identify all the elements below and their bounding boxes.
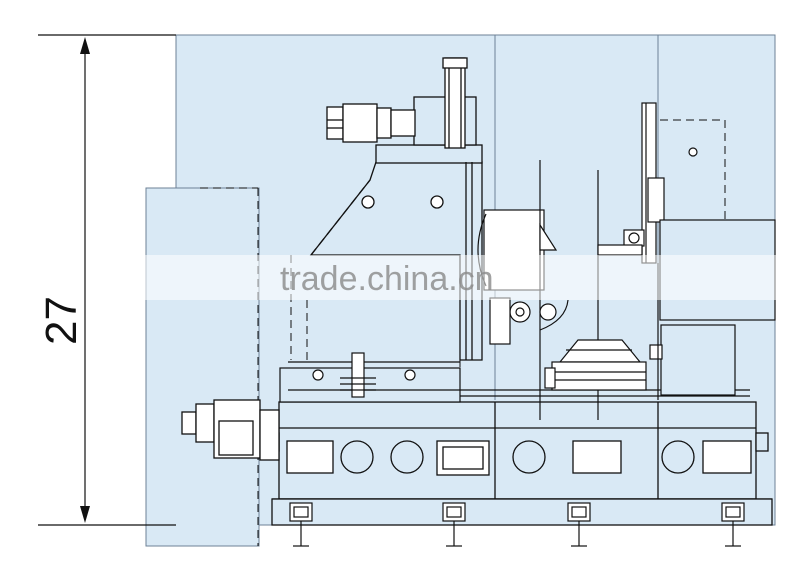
- motor-body: [195, 403, 215, 443]
- access-port: [286, 440, 334, 474]
- gear-arm: [539, 222, 558, 251]
- cutter-unit: [544, 339, 647, 391]
- motor-body: [342, 103, 378, 143]
- motor-gearbox: [390, 109, 416, 137]
- right-rail: [597, 244, 643, 256]
- foot-pad: [293, 506, 309, 518]
- foot-pad: [446, 506, 462, 518]
- motor-flange: [181, 411, 197, 435]
- watermark-text: trade.china.cn: [280, 260, 494, 298]
- dimension-arrow-bottom: [80, 506, 90, 523]
- watermark: trade.china.cn: [140, 255, 780, 300]
- worktable: [279, 352, 750, 403]
- gear-wheel: [539, 303, 557, 321]
- column-bolt: [361, 195, 375, 209]
- cutter-base: [551, 361, 647, 391]
- machine-feet: [289, 502, 745, 547]
- machine-base: [268, 401, 773, 526]
- motor-coupling: [259, 409, 280, 461]
- right-control-box: [660, 324, 736, 396]
- column-bolt: [430, 195, 444, 209]
- main-column: [309, 57, 483, 361]
- column-post-cap: [442, 57, 468, 69]
- column-dashed-edge: [310, 179, 371, 256]
- table-fixture: [351, 352, 365, 398]
- access-port: [702, 440, 752, 474]
- round-port: [661, 440, 695, 474]
- foot-pad: [571, 506, 587, 518]
- motor-end: [326, 106, 344, 140]
- table-body: [279, 367, 461, 403]
- right-bolt: [688, 147, 698, 157]
- base-plinth: [271, 498, 773, 526]
- dimension-arrow-top: [80, 37, 90, 54]
- motor-square: [218, 420, 254, 456]
- cutter-side: [544, 367, 556, 389]
- top-spindle-motor: [326, 103, 416, 143]
- round-port: [390, 440, 424, 474]
- side-fitting: [755, 432, 769, 452]
- right-slide: [647, 177, 665, 223]
- column-cap: [375, 144, 483, 164]
- table-bolt: [404, 369, 416, 381]
- gear-block: [489, 297, 511, 345]
- gear-wheel: [515, 307, 525, 317]
- gear-arc: [539, 299, 569, 331]
- table-bolt: [312, 369, 324, 381]
- right-knob: [628, 232, 640, 244]
- access-port: [442, 446, 484, 470]
- left-drive-motor: [181, 399, 280, 461]
- access-port: [572, 440, 622, 474]
- right-fitting: [649, 344, 663, 360]
- column-post: [444, 57, 466, 149]
- left-side-panel: [145, 187, 260, 547]
- motor-coupling: [376, 107, 392, 139]
- dimension-label: 27: [37, 296, 86, 345]
- watermark-band: [140, 255, 780, 300]
- foot-pad: [725, 506, 741, 518]
- height-dimension: [38, 34, 176, 526]
- round-port: [512, 440, 546, 474]
- round-port: [340, 440, 374, 474]
